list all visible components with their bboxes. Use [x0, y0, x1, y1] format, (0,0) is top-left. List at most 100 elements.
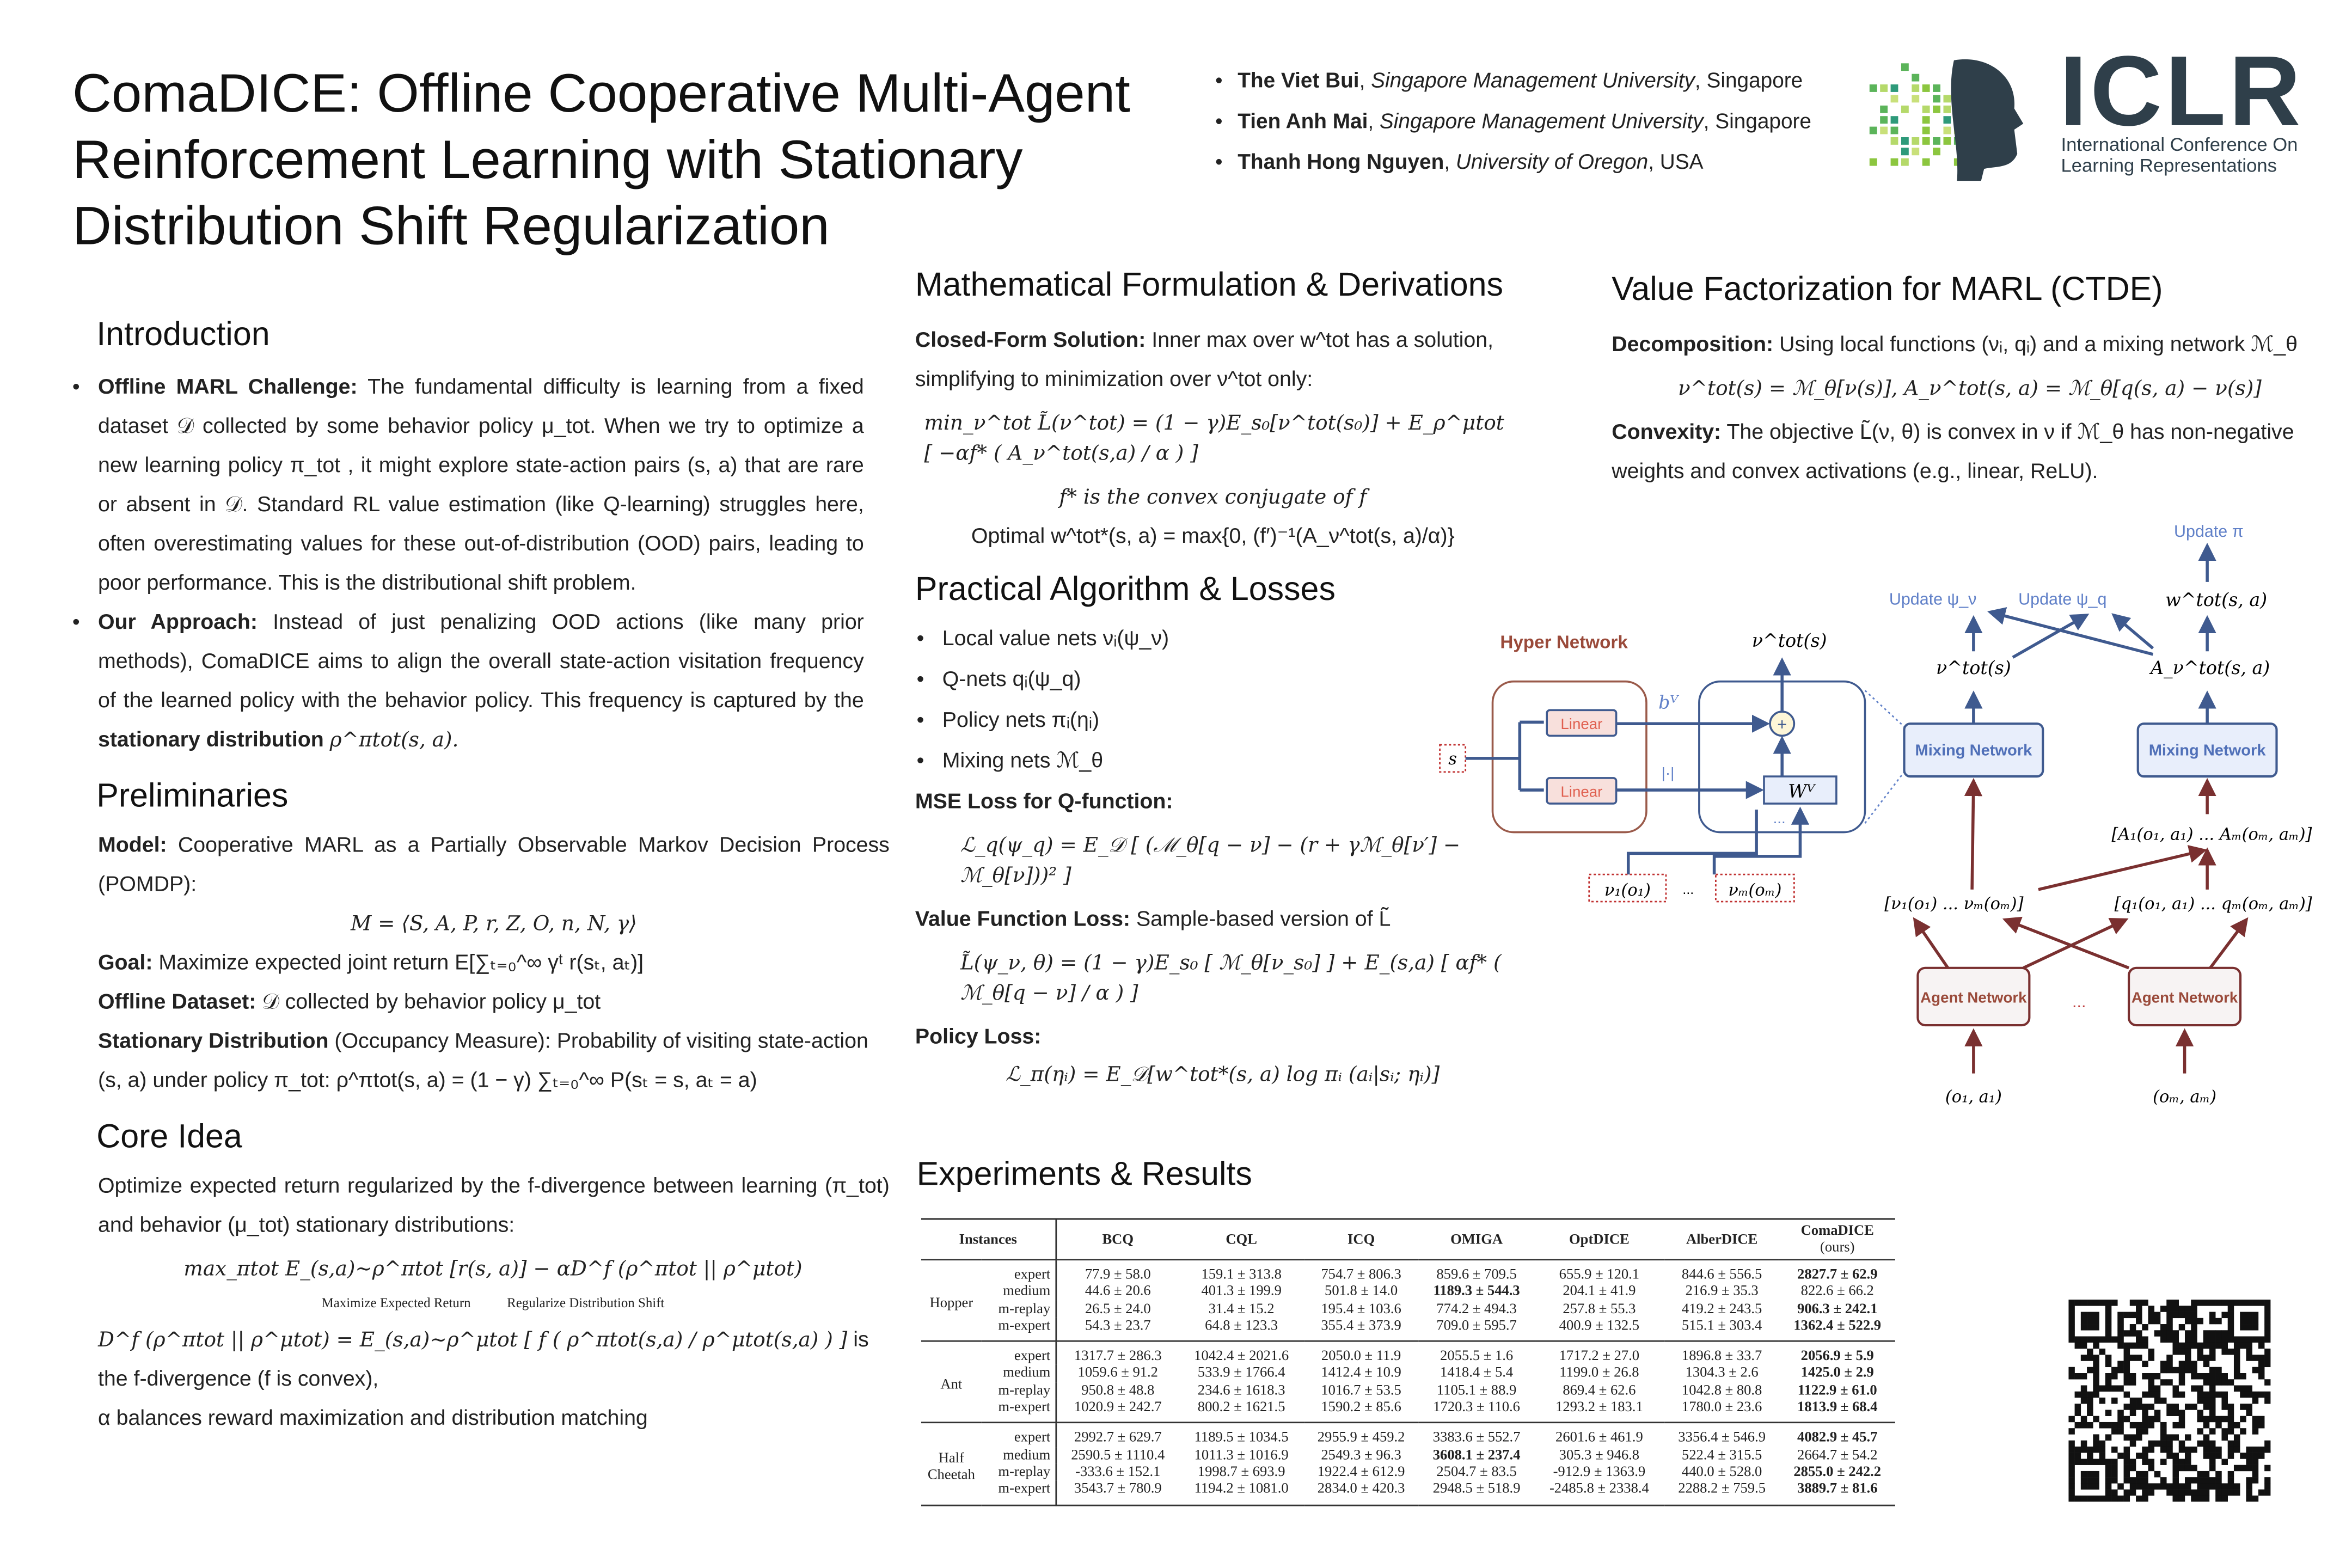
linear-label: Linear — [1560, 715, 1602, 732]
algorithm-bullets: Local value nets νᵢ(ψ_ν) Q-nets qᵢ(ψ_q) … — [915, 620, 1511, 782]
score-cell: 800.2 ± 1621.5 — [1179, 1399, 1304, 1424]
agent-network-label: Agent Network — [1920, 989, 2027, 1006]
instance-cell: m-replay — [981, 1382, 1057, 1400]
instance-cell: m-expert — [981, 1317, 1057, 1343]
brace-label-return: Maximize Expected Return — [321, 1295, 471, 1310]
instance-cell: expert — [981, 1341, 1057, 1365]
qvalues-label: [q₁(o₁, a₁) ... qₘ(oₘ, aₘ)] — [2115, 895, 2312, 914]
instance-cell: medium — [981, 1365, 1057, 1382]
author-item: Thanh Hong Nguyen, University of Oregon,… — [1215, 142, 1811, 182]
abs-label: |·| — [1662, 764, 1675, 781]
score-cell: 2827.7 ± 62.9 — [1797, 1266, 1878, 1283]
policy-loss-formula: ℒ_π(ηᵢ) = E_𝒟[w^tot*(s, a) log πᵢ (aᵢ|sᵢ… — [1006, 1063, 1440, 1087]
iclr-mosaic-head-icon — [1869, 59, 2024, 181]
environment-cell: Hopper — [921, 1259, 982, 1343]
algorithm-bullet: Policy nets πᵢ(ηᵢ) — [917, 701, 1511, 742]
wtot-label: w^tot(s, a) — [2165, 589, 2267, 610]
vtot-label: ν^tot(s) — [1936, 657, 2011, 678]
algorithm-heading: Practical Algorithm & Losses — [915, 569, 1336, 608]
intro-bullet: Offline MARL Challenge: The fundamental … — [72, 368, 864, 603]
author-list: The Viet Bui, Singapore Management Unive… — [1215, 60, 1811, 182]
update-pi-label: Update π — [2174, 522, 2244, 541]
score-cell: 1304.3 ± 2.6 — [1685, 1365, 1759, 1382]
score-cell: 1011.3 ± 1016.9 — [1194, 1447, 1289, 1463]
score-cell: 195.4 ± 103.6 — [1321, 1300, 1401, 1318]
algorithm-bullet: Mixing nets ℳ_θ — [917, 742, 1511, 782]
score-cell: 31.4 ± 15.2 — [1208, 1300, 1275, 1318]
score-cell: 2549.3 ± 96.3 — [1321, 1447, 1401, 1463]
advantages-label: [A₁(o₁, a₁) ... Aₘ(oₘ, aₘ)] — [2111, 825, 2312, 844]
agent-network-1 — [1916, 966, 2031, 1027]
score-cell: 1042.4 ± 2021.6 — [1194, 1348, 1289, 1365]
score-cell: 501.8 ± 14.0 — [1325, 1283, 1398, 1300]
value-loss-formula: L̃(ψ_ν, θ) = (1 − γ)E_s₀ [ ℳ_θ[ν_s₀] ] +… — [960, 951, 1502, 1006]
closed-form-formula: min_ν^tot L̃(ν^tot) = (1 − γ)E_s₀[ν^tot(… — [924, 411, 1504, 466]
preliminaries-section: Model: Cooperative MARL as a Partially O… — [96, 826, 890, 1101]
divergence-line: D^f (ρ^πtot || ρ^μtot) = E_(s,a)∼ρ^μtot … — [97, 1328, 869, 1392]
score-cell: 2288.2 ± 759.5 — [1664, 1481, 1780, 1506]
mixing-network-label: Mixing Network — [2149, 742, 2267, 759]
score-cell: 400.9 ± 132.5 — [1534, 1317, 1664, 1343]
dataset-text: Offline Dataset: 𝒟 collected by behavior… — [97, 990, 601, 1015]
score-cell: 204.1 ± 41.9 — [1563, 1283, 1636, 1300]
score-cell: 3889.7 ± 81.6 — [1779, 1481, 1895, 1506]
hyper-network-label: Hyper Network — [1500, 633, 1628, 653]
score-cell: 401.3 ± 199.9 — [1201, 1283, 1282, 1300]
closed-form-text: Closed-Form Solution: Inner max over w^t… — [915, 328, 1494, 392]
hyper-network-box — [1491, 680, 1647, 834]
local-value-label: ν₁(o₁) — [1604, 881, 1651, 900]
column-header: Instances — [921, 1220, 1057, 1261]
instance-cell: expert — [981, 1259, 1057, 1284]
local-value-label: νₘ(oₘ) — [1728, 881, 1781, 900]
score-cell: 26.5 ± 24.0 — [1085, 1300, 1151, 1318]
score-cell: 774.2 ± 494.3 — [1436, 1300, 1517, 1318]
value-loss-text: Value Function Loss: Sample-based versio… — [915, 908, 1391, 932]
score-cell: 2504.7 ± 83.5 — [1436, 1463, 1517, 1481]
factorization-column: Value Factorization for MARL (CTDE) Deco… — [1612, 268, 2328, 492]
qr-code-icon[interactable] — [2068, 1300, 2271, 1502]
agent-network-m — [2128, 966, 2242, 1027]
experiments-heading: Experiments & Results — [916, 1155, 1252, 1193]
column-header: OMIGA — [1419, 1220, 1535, 1261]
score-cell: 1717.2 ± 27.0 — [1559, 1348, 1640, 1365]
instance-cell: expert — [981, 1423, 1057, 1447]
score-cell: 2948.5 ± 518.9 — [1419, 1481, 1535, 1506]
vtot-output-label: ν^tot(s) — [1752, 630, 1827, 651]
intro-bullet: Our Approach: Instead of just penalizing… — [72, 603, 864, 760]
score-cell: 1199.0 ± 26.8 — [1559, 1365, 1639, 1382]
score-cell: 419.2 ± 243.5 — [1681, 1300, 1762, 1318]
score-cell: 1317.7 ± 286.3 — [1074, 1348, 1162, 1365]
column-header: CQL — [1179, 1220, 1304, 1261]
score-cell: 1059.6 ± 91.2 — [1077, 1365, 1158, 1382]
score-cell: 77.9 ± 58.0 — [1085, 1266, 1151, 1283]
brace-label-regularize: Regularize Distribution Shift — [507, 1295, 665, 1310]
score-cell: 822.6 ± 66.2 — [1800, 1283, 1874, 1300]
convexity-text: Convexity: The objective L̃(ν, θ) is con… — [1612, 420, 2294, 484]
score-cell: 3543.7 ± 780.9 — [1055, 1481, 1180, 1506]
score-cell: 2050.0 ± 11.9 — [1321, 1348, 1401, 1365]
input-label: (o₁, a₁) — [1945, 1087, 2002, 1106]
environment-cell: Ant — [921, 1341, 982, 1424]
score-cell: 1998.7 ± 693.9 — [1197, 1463, 1285, 1481]
score-cell: 159.1 ± 313.8 — [1201, 1266, 1282, 1283]
score-cell: 844.6 ± 556.5 — [1681, 1266, 1762, 1283]
score-cell: 1020.9 ± 242.7 — [1055, 1399, 1180, 1424]
score-cell: 1194.2 ± 1081.0 — [1179, 1481, 1304, 1506]
iclr-logo: ICLR — [2059, 34, 2304, 146]
mixing-network-label: Mixing Network — [1915, 742, 2033, 759]
factorization-heading: Value Factorization for MARL (CTDE) — [1612, 270, 2163, 308]
score-cell: 1105.1 ± 88.9 — [1436, 1382, 1517, 1399]
score-cell: -2485.8 ± 2338.4 — [1534, 1481, 1664, 1506]
local-value-box-1 — [1588, 873, 1667, 903]
score-cell: 859.6 ± 709.5 — [1436, 1266, 1517, 1283]
math-heading: Mathematical Formulation & Derivations — [915, 265, 1504, 303]
